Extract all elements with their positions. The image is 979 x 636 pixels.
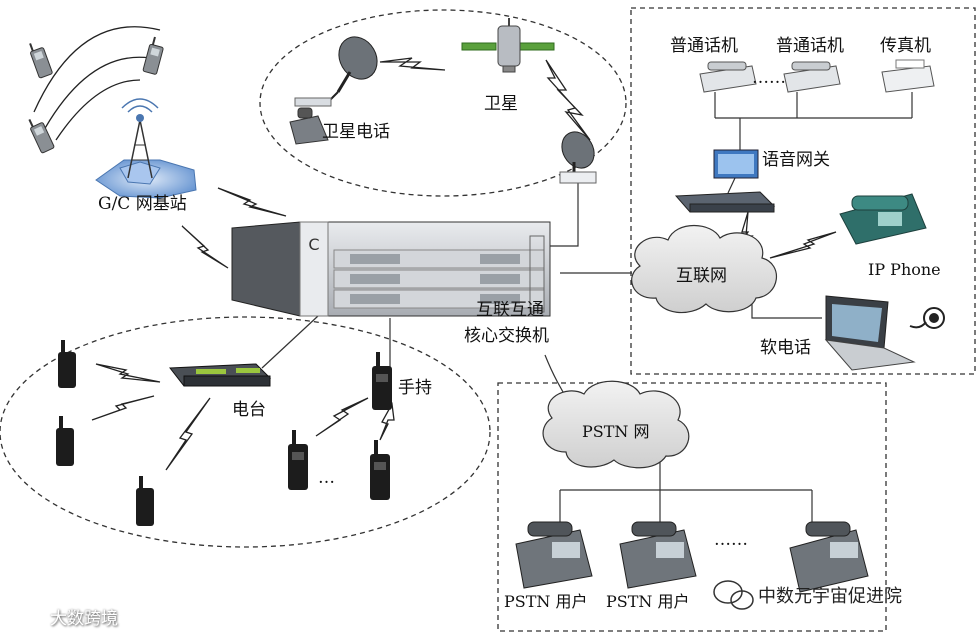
pstn-ellipsis: …… [714,530,748,550]
internet-label: 互联网 [676,266,727,286]
satellite-dish-icon [559,131,597,184]
voice-gateway-icon [713,149,759,179]
gateway-to-router [727,177,736,194]
mobile-phone-icon [28,119,55,154]
lightning-bolt [91,395,155,421]
watermark-right: 中数元宇宙促进院 [758,586,902,607]
walkie-talkie-icon [136,476,154,526]
core-switch-label-2: 核心交换机 [464,326,549,346]
fax-label: 传真机 [880,36,931,56]
fax-machine-icon [881,59,935,93]
mobile-arcs [33,26,161,141]
regions [0,7,976,632]
pstn-user-label-2: PSTN 用户 [606,592,690,611]
walkie-talkie-icon [372,352,392,410]
signal-arc [33,26,161,113]
desk-phone-icon [619,521,697,589]
mobile-phone-icon [142,36,164,75]
normal-phone-label-1: 普通话机 [670,36,738,56]
router-icon [674,191,776,213]
pstn-network-label: PSTN 网 [582,422,650,441]
pstn-region-box [497,382,887,632]
signal-arc [43,56,151,131]
top-ellipsis: …… [752,68,786,88]
satellite-dish-icon [294,36,378,107]
headset-icon [909,307,945,329]
desk-phone-icon [789,521,869,593]
lightning-bolt [95,363,161,383]
normal-phone-label-2: 普通话机 [776,36,844,56]
desk-phone-icon [839,193,927,245]
desk-phone-icon [515,521,593,589]
handheld-label: 手持 [398,378,432,398]
signal-arc [55,79,141,141]
internet-region-box [630,7,976,375]
internet-to-laptop-line [751,300,822,319]
lightning-bolt [379,57,446,71]
pstn-cloud-icon [542,380,690,469]
switch-to-dish-line [548,183,579,247]
lightning-bolt [315,397,369,437]
desk-phone-icon [699,61,757,93]
satellite-icon [461,18,555,73]
voice-gateway-label: 语音网关 [762,150,830,170]
radio-region-ellipse [0,316,491,548]
softphone-label: 软电话 [760,338,811,358]
svg-text:C: C [308,235,319,254]
lightning-bolt [165,397,211,471]
lightning-bolt [769,231,837,259]
desk-phone-icon [289,107,329,145]
ip-phone-label: IP Phone [868,260,941,279]
cell-tower-icon [95,98,197,199]
walkie-talkie-icon [370,440,390,500]
satellite-phone-label: 卫星电话 [322,122,390,142]
laptop-icon [824,295,916,371]
lightning-bolt [217,187,287,217]
core-switch-device: C [231,221,551,317]
satellite-region-ellipse [259,9,627,197]
wechat-icon [713,580,754,610]
radio-station-label: 电台 [232,400,266,420]
pstn-user-label-1: PSTN 用户 [504,592,588,611]
connection-lines [261,92,913,525]
internet-cloud-icon [631,225,778,314]
wireless-links [91,57,837,471]
radio-ellipsis: … [318,468,335,488]
switch-to-radio-line [261,315,319,369]
core-switch-label-1: 互联互通 [476,300,544,320]
satellite-label: 卫星 [484,94,518,114]
base-station-label: G/C 网基站 [98,194,187,214]
mobile-phone-icon [29,43,53,79]
walkie-talkie-icon [56,416,74,466]
lightning-bolt [181,225,229,269]
desk-phone-icon [783,61,841,93]
walkie-talkie-icon [58,340,76,388]
radio-station-icon [169,363,272,387]
lightning-bolt [545,59,591,141]
walkie-talkie-icon [288,430,308,490]
watermark-left: 大数跨境 [50,609,118,629]
